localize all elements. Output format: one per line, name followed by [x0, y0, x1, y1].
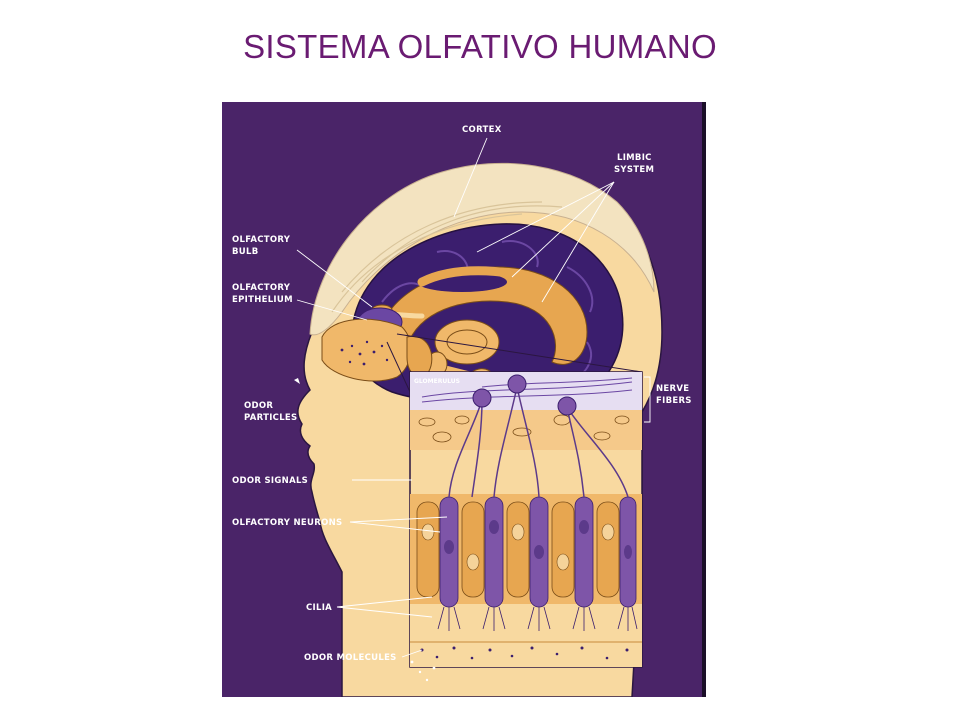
cilia: [437, 606, 638, 631]
olfactory-bulb-label-line1: OLFACTORY: [232, 235, 291, 245]
odor-particles-label-line2: PARTICLES: [244, 413, 297, 423]
supporting-cells: [416, 501, 620, 598]
slide-title: SISTEMA OLFATIVO HUMANO: [243, 28, 717, 65]
nasal-cavity: [321, 318, 412, 382]
nerve-fibers-label-line1: NERVE: [656, 384, 689, 394]
thalamus: [434, 319, 500, 365]
gyrus-line-3: [501, 240, 539, 268]
zoom-line-top: [396, 333, 643, 373]
cribriform-bone-layer: [410, 410, 642, 450]
neuron-nuclei: [444, 520, 632, 559]
olfactory-epithelium-label-line1: OLFACTORY: [232, 283, 291, 293]
hair-strand-2: [361, 205, 563, 283]
hair-strand-3: [331, 213, 523, 313]
nerve-fiber-band: [410, 372, 642, 410]
zoom-line-bottom: [386, 341, 411, 393]
odor-signals-label: ODOR SIGNALS: [232, 476, 308, 486]
epithelium-inset: GLOMERULUS: [409, 371, 643, 682]
cell-nuclei: [421, 523, 615, 571]
odor-particles-label-line1: ODOR: [244, 401, 273, 411]
odor-particle-dots: [340, 340, 389, 366]
limbic-system-label-line1: LIMBIC: [617, 153, 652, 163]
olfactory-epithelium-label-line2: EPITHELIUM: [232, 295, 293, 305]
cilia-label: CILIA: [306, 603, 332, 613]
limbic-system-label-line2: SYSTEM: [614, 165, 654, 175]
panel-edge: [702, 102, 706, 697]
hair-strand-1: [341, 201, 543, 293]
odor-particle-arrow: [294, 378, 300, 384]
cortex-label: CORTEX: [462, 125, 502, 135]
hair: [309, 162, 655, 336]
stray-molecule-dots: [410, 660, 436, 682]
glomerulus-label: GLOMERULUS: [414, 378, 460, 385]
nerve-fibers-label-line2: FIBERS: [656, 396, 692, 406]
corpus-callosum: [417, 266, 547, 287]
glomeruli: [472, 374, 577, 416]
olfactory-system-illustration: GLOMERULUS CORTEX LIMBIC SYSTEM OLFACTOR…: [222, 102, 706, 702]
olfactory-neurons-label: OLFACTORY NEURONS: [232, 518, 342, 528]
olfactory-bulb-label-line2: BULB: [232, 247, 258, 257]
odor-molecules-label: ODOR MOLECULES: [304, 653, 397, 663]
odor-molecule-dots: [420, 646, 629, 660]
leader-lines: [296, 137, 651, 658]
gyrus-line-4: [566, 266, 594, 313]
illustration-canvas: GLOMERULUS CORTEX LIMBIC SYSTEM OLFACTOR…: [222, 102, 706, 698]
